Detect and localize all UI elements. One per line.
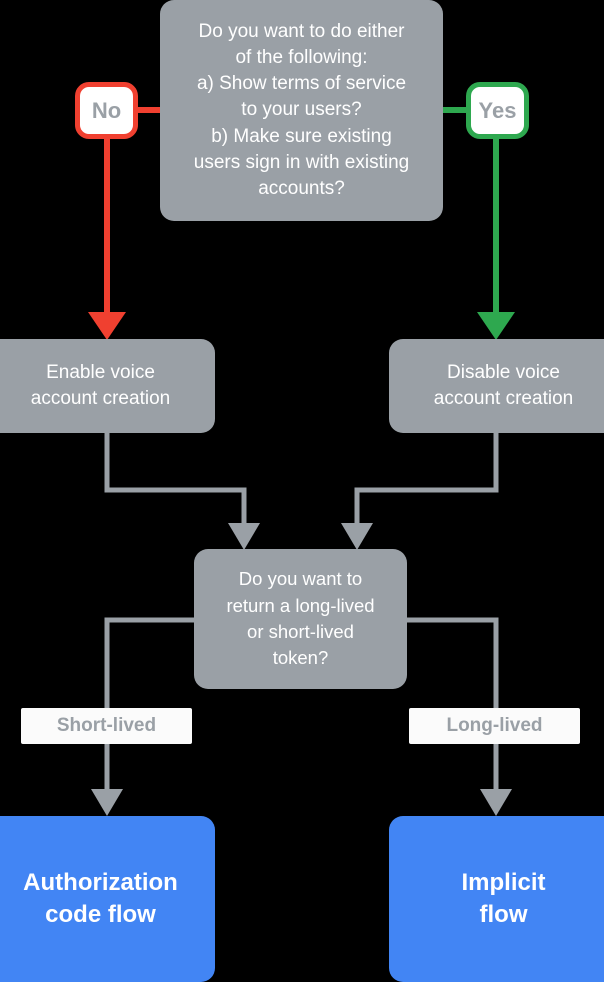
decision-terms-line-7: accounts? [258, 178, 345, 200]
badge-yes-label: Yes [478, 97, 517, 123]
edge-yes-to-disable-voice [477, 138, 515, 340]
decision-terms-line-5: b) Make sure existing [211, 125, 392, 147]
edge-label-short-lived: Short-lived [21, 708, 192, 744]
edge-no-to-enable-voice [88, 138, 126, 340]
auth-code-flow-line-2: code flow [45, 901, 156, 928]
terminal-node-implicit-flow: Implicit flow [389, 816, 604, 982]
enable-voice-line-2: account creation [30, 388, 171, 409]
enable-voice-line-1: Enable voice [46, 361, 155, 383]
decision-terms-line-2: of the following: [235, 46, 368, 68]
disable-voice-line-2: account creation [433, 388, 574, 409]
decision-terms-line-1: Do you want to do either [198, 20, 405, 42]
process-node-disable-voice-account-creation: Disable voice account creation [389, 339, 604, 433]
decision-terms-line-6: users sign in with existing [193, 151, 410, 173]
badge-no: No [75, 82, 138, 139]
decision-node-token-lifetime: Do you want to return a long-lived or sh… [194, 549, 407, 689]
decision-node-terms-of-service: Do you want to do either of the followin… [160, 0, 443, 221]
decision-token-line-2: return a long-lived [226, 594, 375, 616]
process-node-enable-voice-account-creation: Enable voice account creation [0, 339, 215, 433]
edge-label-short-lived-text: Short-lived [56, 715, 157, 736]
edge-disable-voice-to-token-decision [341, 433, 499, 550]
badge-yes: Yes [466, 82, 529, 139]
decision-token-line-3: or short-lived [247, 621, 354, 642]
decision-terms-line-3: a) Show terms of service [196, 73, 407, 95]
auth-code-flow-line-1: Authorization [23, 869, 178, 897]
implicit-flow-line-1: Implicit [461, 869, 546, 897]
decision-token-line-1: Do you want to [238, 568, 363, 590]
decision-terms-line-4: to your users? [241, 99, 362, 121]
decision-token-line-4: token? [272, 647, 329, 669]
disable-voice-line-1: Disable voice [447, 361, 560, 383]
terminal-node-authorization-code-flow: Authorization code flow [0, 816, 215, 982]
edge-label-long-lived-text: Long-lived [446, 715, 543, 736]
badge-no-label: No [91, 97, 122, 123]
implicit-flow-line-2: flow [479, 901, 528, 928]
edge-enable-voice-to-token-decision [104, 433, 260, 550]
edge-label-long-lived: Long-lived [409, 708, 580, 744]
